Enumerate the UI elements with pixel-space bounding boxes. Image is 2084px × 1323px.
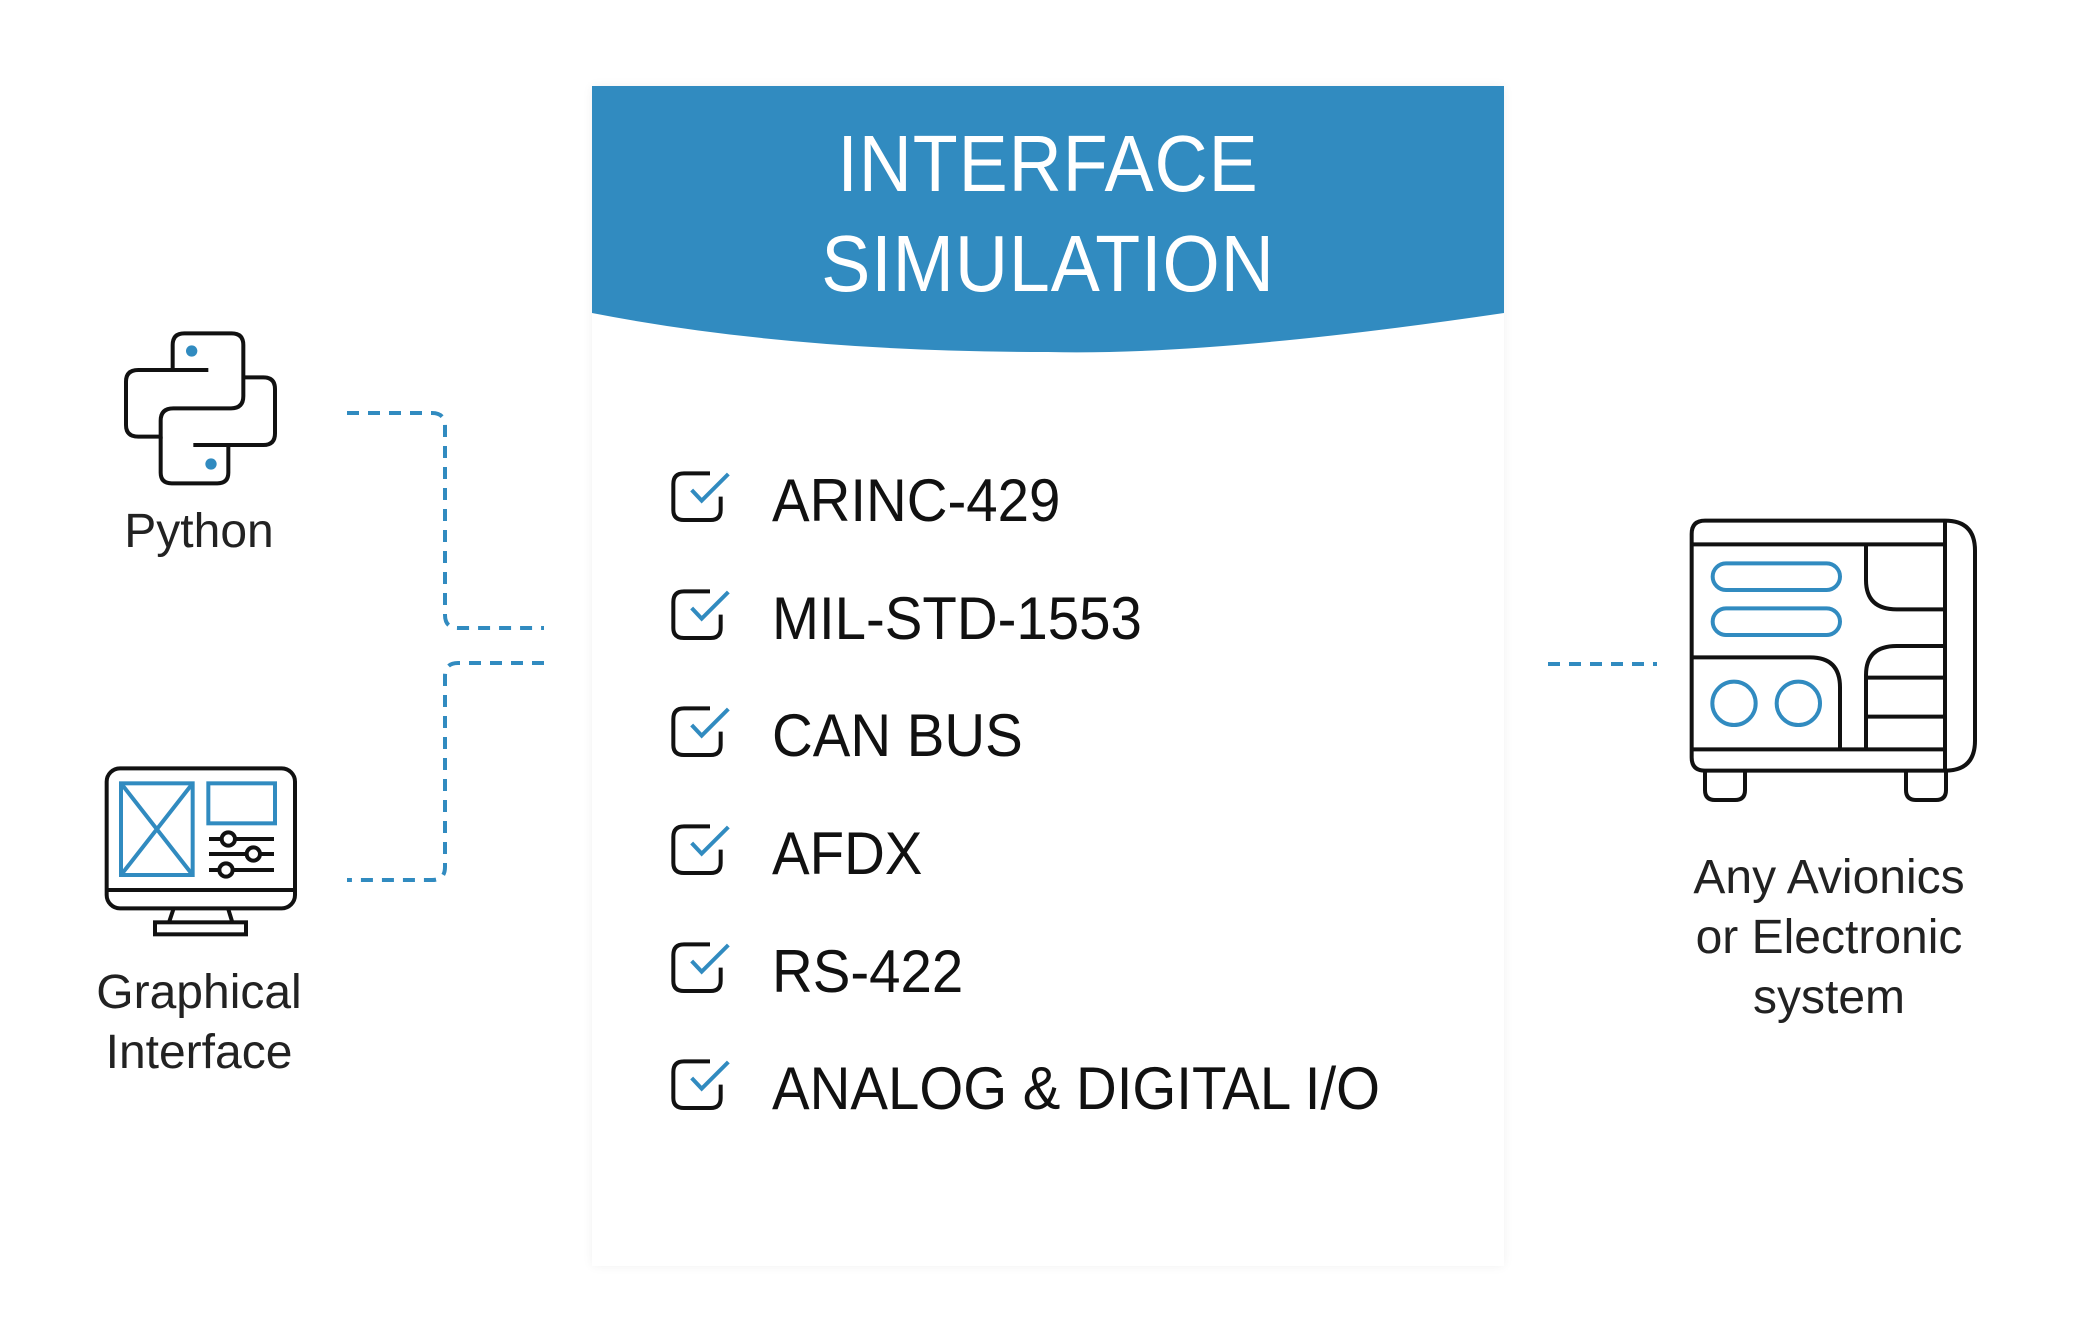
card-title-line1: INTERFACE (837, 119, 1259, 208)
python-icon (124, 331, 277, 486)
graphical-interface-monitor-icon (104, 766, 297, 937)
item-label: AFDX (772, 819, 923, 887)
device-label-line3: system (1752, 971, 1905, 1024)
list-item: RS-422 (660, 931, 975, 1011)
checkbox-checked-icon (671, 471, 730, 522)
list-item: ANALOG & DIGITAL I/O (660, 1048, 1419, 1128)
checkbox-checked-icon (671, 824, 730, 875)
item-label: CAN BUS (772, 701, 1023, 769)
checkbox-checked-icon (671, 706, 730, 757)
card-header-banner (592, 86, 1504, 353)
avionics-device-icon (1689, 518, 1977, 802)
device-label-line2: or Electronic (1695, 911, 1963, 964)
item-label: ANALOG & DIGITAL I/O (772, 1054, 1381, 1122)
checkbox-checked-icon (671, 942, 730, 993)
item-label: ARINC-429 (772, 466, 1061, 534)
item-label: MIL-STD-1553 (772, 584, 1142, 652)
checkbox-checked-icon (671, 589, 730, 640)
list-item: MIL-STD-1553 (660, 578, 1165, 658)
checkbox-checked-icon (671, 1059, 730, 1110)
gui-label-line1: Graphical (96, 966, 302, 1019)
gui-label-line2: Interface (105, 1026, 293, 1079)
card-title-line2: SIMULATION (821, 219, 1275, 308)
list-item: CAN BUS (660, 695, 1039, 775)
gui-connector (347, 661, 544, 882)
item-label: RS-422 (772, 937, 964, 1005)
python-label: Python (124, 505, 274, 558)
device-label-line1: Any Avionics (1693, 851, 1965, 904)
list-item: ARINC-429 (660, 460, 1079, 540)
python-connector (347, 411, 544, 630)
list-item: AFDX (660, 813, 932, 893)
